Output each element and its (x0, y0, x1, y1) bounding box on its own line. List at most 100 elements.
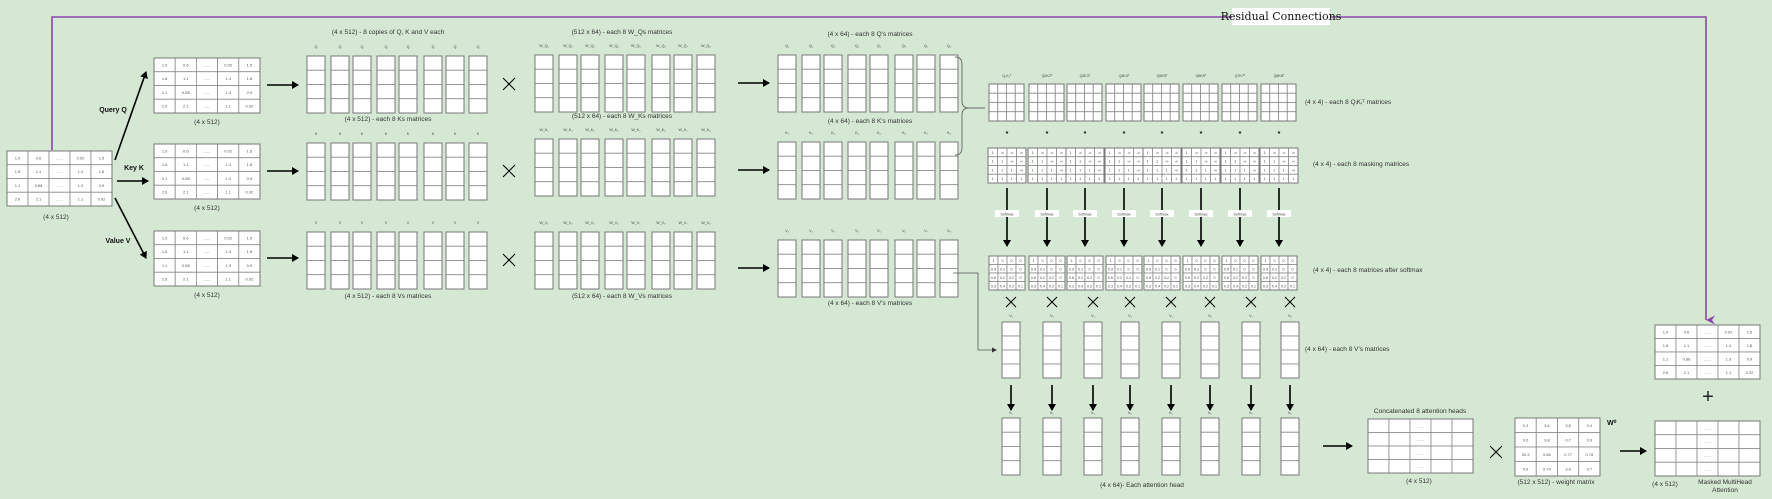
matrix-cell-value: 0.2 (1272, 276, 1277, 280)
matrix-cell-value: 0.2 (1164, 276, 1169, 280)
matrix-cell (847, 184, 867, 200)
query-input-arrow (114, 71, 148, 161)
matrix-cell (1654, 434, 1677, 449)
matrix-cell (894, 155, 914, 171)
matrix-cell-value: 1.1 (183, 162, 189, 167)
matrix-cell (1046, 92, 1056, 103)
matrix-cell (1131, 92, 1142, 103)
matrix-cell-value: 0.3 (1263, 284, 1268, 288)
multiply-stroke (502, 77, 516, 91)
matrix-cell-value: 0.4 (1040, 284, 1045, 288)
query-weight-column (558, 54, 578, 113)
matrix-cell-value: 0.9 (1031, 267, 1036, 271)
matrix-cell-value: -∞ (1097, 168, 1101, 172)
matrix-cell (306, 245, 326, 261)
matrix-border (801, 54, 821, 113)
value-weight-label: W_V₆ (656, 221, 666, 225)
matrix-border (153, 143, 261, 200)
matrix-cell (1075, 92, 1085, 103)
matrix-cell (423, 260, 443, 276)
matrix-cell-value: 1 (1070, 168, 1072, 172)
matrix-cell (1123, 83, 1133, 94)
matrix-cell (801, 268, 821, 284)
matrix-cell-value: ...... (1704, 343, 1711, 348)
matrix-cell-value: ...... (1417, 464, 1424, 469)
matrix-cell (1046, 83, 1056, 94)
star-operator: * (1046, 131, 1049, 138)
matrix-cell (869, 83, 889, 99)
concat-dims: (4 x 512) (1406, 478, 1432, 485)
matrix-cell (534, 138, 554, 154)
matrix-cell-value: 0.2 (1242, 276, 1247, 280)
matrix-cell (330, 274, 350, 290)
matrix-cell (534, 54, 554, 70)
matrix-cell-value: 0.9 (1747, 356, 1753, 361)
value-branch-label: Value V (106, 238, 131, 245)
matrix-cell-value: 3.8 (1565, 423, 1571, 428)
matrix-cell-value: 0.02 (224, 148, 233, 153)
matrix-cell (916, 170, 936, 186)
matrix-cell (869, 97, 889, 113)
matrix-border (1066, 83, 1103, 122)
matrix-cell (626, 231, 646, 247)
matrix-cell-value: 0 (1235, 259, 1237, 263)
multiply-icon (1005, 296, 1017, 308)
matrix-border (673, 138, 693, 197)
matrix-cell-value: 1 (1175, 177, 1177, 181)
matrix-cell-value: 2.6 (162, 277, 168, 282)
value-projection-column (869, 239, 889, 298)
matrix-cell (376, 156, 396, 172)
matrix-cell-value: 1 (1186, 168, 1188, 172)
matrix-cell (1241, 417, 1261, 433)
matrix-cell-value: ...... (1704, 439, 1711, 444)
softmax-label: Softmax (1194, 213, 1207, 217)
matrix-cell (1430, 459, 1453, 474)
matrix-cell-value: 1 (1195, 160, 1197, 164)
matrix-cell (604, 181, 624, 197)
key-projection-column (847, 141, 867, 200)
matrix-cell-value: 0.1 (1018, 284, 1023, 288)
matrix-cell-value: 0.6 (1684, 329, 1690, 334)
matrix-cell (869, 184, 889, 200)
matrix-cell (1001, 321, 1021, 337)
matrix-cell (1037, 83, 1047, 94)
value-weight-label: W_V₄ (609, 221, 619, 225)
matrix-cell (1367, 432, 1390, 447)
matrix-cell (423, 185, 443, 201)
matrix-cell (1208, 102, 1219, 113)
matrix-cell (1230, 102, 1240, 113)
matrix-cell-value: 1.5 (247, 235, 253, 240)
matrix-cell (1123, 102, 1133, 113)
matrix-cell (604, 274, 624, 290)
matrix-border (352, 142, 372, 201)
matrix-cell-value: 1 (1001, 160, 1003, 164)
matrix-cell (916, 83, 936, 99)
matrix-cell (916, 253, 936, 269)
v-column (1200, 321, 1220, 379)
matrix-cell (1092, 92, 1103, 103)
matrix-cell-value: ...... (1704, 356, 1711, 361)
matrix-cell (988, 83, 999, 94)
matrix-cell (1083, 431, 1103, 447)
matrix-cell (1083, 363, 1103, 379)
matrix-cell (626, 97, 646, 113)
matrix-cell-value: 0.88 (1683, 356, 1692, 361)
matrix-cell-value: -∞ (1282, 160, 1286, 164)
matrix-cell-value: -∞ (1019, 151, 1023, 155)
matrix-cell-value: 0.9 (991, 267, 996, 271)
query-weight-column (534, 54, 554, 113)
v-label: V₂ (1050, 314, 1054, 318)
matrix-cell (558, 231, 578, 247)
star-operator: * (1239, 131, 1242, 138)
matrix-cell (445, 171, 465, 187)
matrix-cell-value: 1.8 (162, 76, 168, 81)
multiply-icon (1165, 296, 1177, 308)
matrix-cell (306, 69, 326, 85)
key-weight-column (604, 138, 624, 197)
qk-label: Q7K7ᵀ (1235, 74, 1246, 78)
matrix-cell (398, 274, 418, 290)
key-projection-label: K₇ (924, 131, 928, 135)
query-projection-label: Q₄ (855, 44, 860, 48)
query-copy-label: Q (361, 45, 364, 49)
